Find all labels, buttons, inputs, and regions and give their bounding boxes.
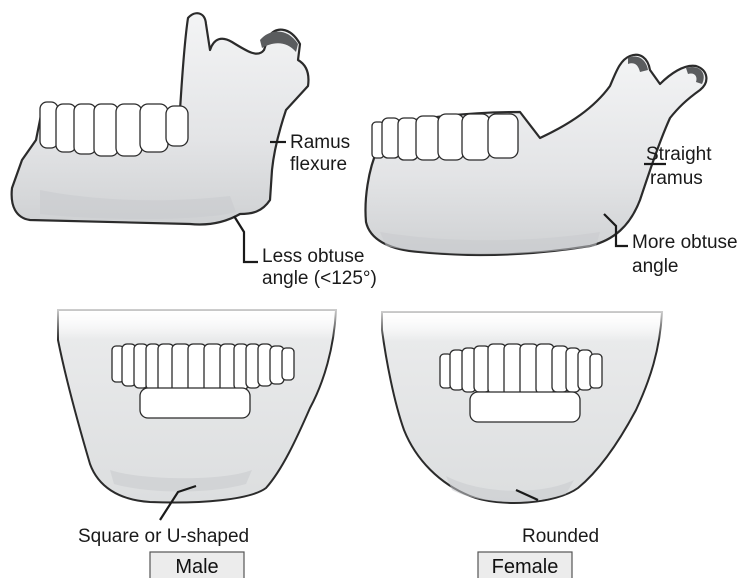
female-frontal-mandible [376, 302, 672, 503]
male-frontal-mandible [50, 300, 350, 502]
male-lateral-mandible [12, 13, 309, 224]
less-obtuse-label-line1: Less obtuse [262, 246, 364, 267]
male-tag-text: Male [175, 556, 218, 578]
male-lateral-teeth [40, 102, 188, 156]
more-obtuse-label-line2: angle [632, 256, 679, 277]
female-tag: Female [478, 552, 572, 578]
less-obtuse-leader [234, 216, 258, 262]
straight-ramus-label-line2: ramus [650, 168, 703, 189]
ramus-flexure-label-line1: Ramus [290, 132, 350, 153]
more-obtuse-label-line1: More obtuse [632, 232, 738, 253]
ramus-flexure-label-line2: flexure [290, 154, 347, 175]
female-tag-text: Female [492, 556, 559, 578]
rounded-chin-label: Rounded [522, 526, 599, 547]
square-chin-label: Square or U-shaped [78, 526, 249, 547]
female-lateral-teeth [372, 114, 518, 160]
less-obtuse-label-line2: angle (<125°) [262, 268, 377, 289]
straight-ramus-label-line1: Straight [646, 144, 712, 165]
male-tag: Male [150, 552, 244, 578]
